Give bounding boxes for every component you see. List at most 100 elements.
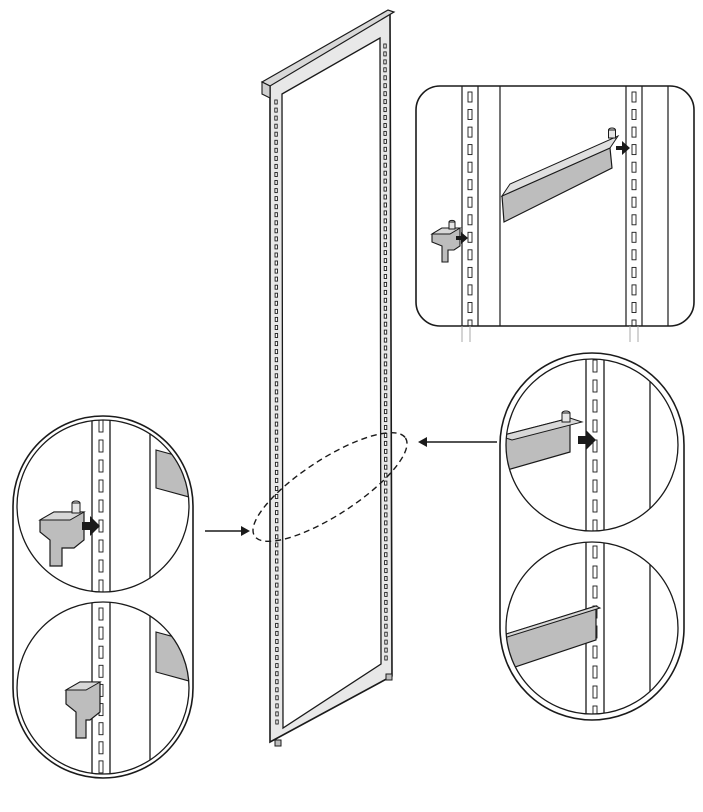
rail-slot [383,417,388,423]
rail-slot [592,685,598,699]
rail-slot [275,647,279,652]
rail-slot [592,359,598,373]
rail-slot [383,369,388,375]
rail-slot [383,202,387,208]
rail-slot [384,631,388,637]
rail-slot [274,300,278,306]
rail-slot [275,582,279,588]
rail-slot [631,109,637,120]
left-callout [12,415,194,779]
rail-slot [384,496,388,502]
rail-slot [467,249,473,261]
rail-slot [383,162,387,168]
rail-slot [274,373,279,379]
rail-slot [467,231,473,243]
rail-slot [98,559,104,573]
rail-slot [383,361,388,367]
rail-slot [467,319,473,326]
rail-slot [274,365,279,371]
rail-slot [383,409,388,415]
rail-slot [467,144,473,156]
left-detail-insert [38,420,189,592]
rail-slot [384,568,388,574]
rail-slot [274,413,279,419]
rail-slot [275,566,279,572]
rail-slot [592,705,598,714]
rail-slot [631,126,637,138]
rail-slot [631,266,637,278]
right-detail-engaged [506,542,651,714]
rail-slot [467,302,473,313]
rail-slot [383,329,388,335]
rail-slot [274,163,278,169]
rail-slot [383,154,387,160]
rail-slot [275,687,279,693]
rail-slot [384,584,388,589]
rail-slot [383,138,387,144]
rail-slot [383,194,387,200]
rail-slots [631,91,637,326]
rail-slot [274,276,278,282]
push-arrow-icon [82,516,100,536]
rail-slot [383,242,387,248]
rail-slot [275,671,279,677]
rail-slot [98,479,104,493]
rail-slot [275,622,279,628]
rail-slot [631,249,637,261]
rail-slot [274,405,279,411]
rail-slot [275,518,279,524]
rail-slot [383,305,388,311]
rail-slot [98,607,104,621]
right-detail-insert [506,359,651,531]
rail-slots [98,607,104,774]
rail-slot [383,170,387,176]
rail-slot [383,289,388,295]
rail-slot [383,91,387,97]
rail-slot [383,377,388,383]
rail-slot [383,266,388,271]
rail-slot [275,663,279,669]
rail-slot [383,393,388,399]
rail-slots [98,420,104,592]
rail-slot [274,381,279,387]
rail-slot [274,469,279,475]
rail-slot [275,711,279,717]
rail-slot [98,499,104,513]
rail-slot [384,552,388,558]
rail-slot [631,91,637,103]
rail-slot [383,43,387,49]
rail-slot [383,99,387,105]
rail-slot [274,236,278,242]
frame-window [281,36,382,730]
rail-slot [274,429,279,435]
rail-slot [383,123,387,128]
rail-slot [383,258,388,264]
rail-slot [592,379,598,393]
rail-slot [383,401,388,407]
rail-slot [383,440,388,446]
rail-slot [383,107,387,113]
rail-slot [384,607,388,613]
rail-slot [467,91,473,103]
rail-slot [383,353,388,359]
rail-slot [383,337,388,343]
tall-frame [260,9,396,747]
rail-slot [384,599,388,605]
rail-slot [383,67,387,73]
right-rail-slots [383,43,388,661]
rail-slot [274,107,278,113]
rail-slot [274,292,278,298]
rail-slot [98,439,104,453]
rail-slot [274,196,278,202]
rail-slot [274,316,279,322]
rail-slot [98,579,104,592]
rail-slot [98,626,104,640]
rail-slot [383,226,387,232]
rail-slot [384,528,388,534]
frame-foot-left [274,739,282,747]
rail-slot [384,464,388,470]
rail-slot [274,453,279,459]
highlight-ellipse [252,431,408,543]
rail-slot [274,252,278,258]
rail-slot [275,639,279,644]
